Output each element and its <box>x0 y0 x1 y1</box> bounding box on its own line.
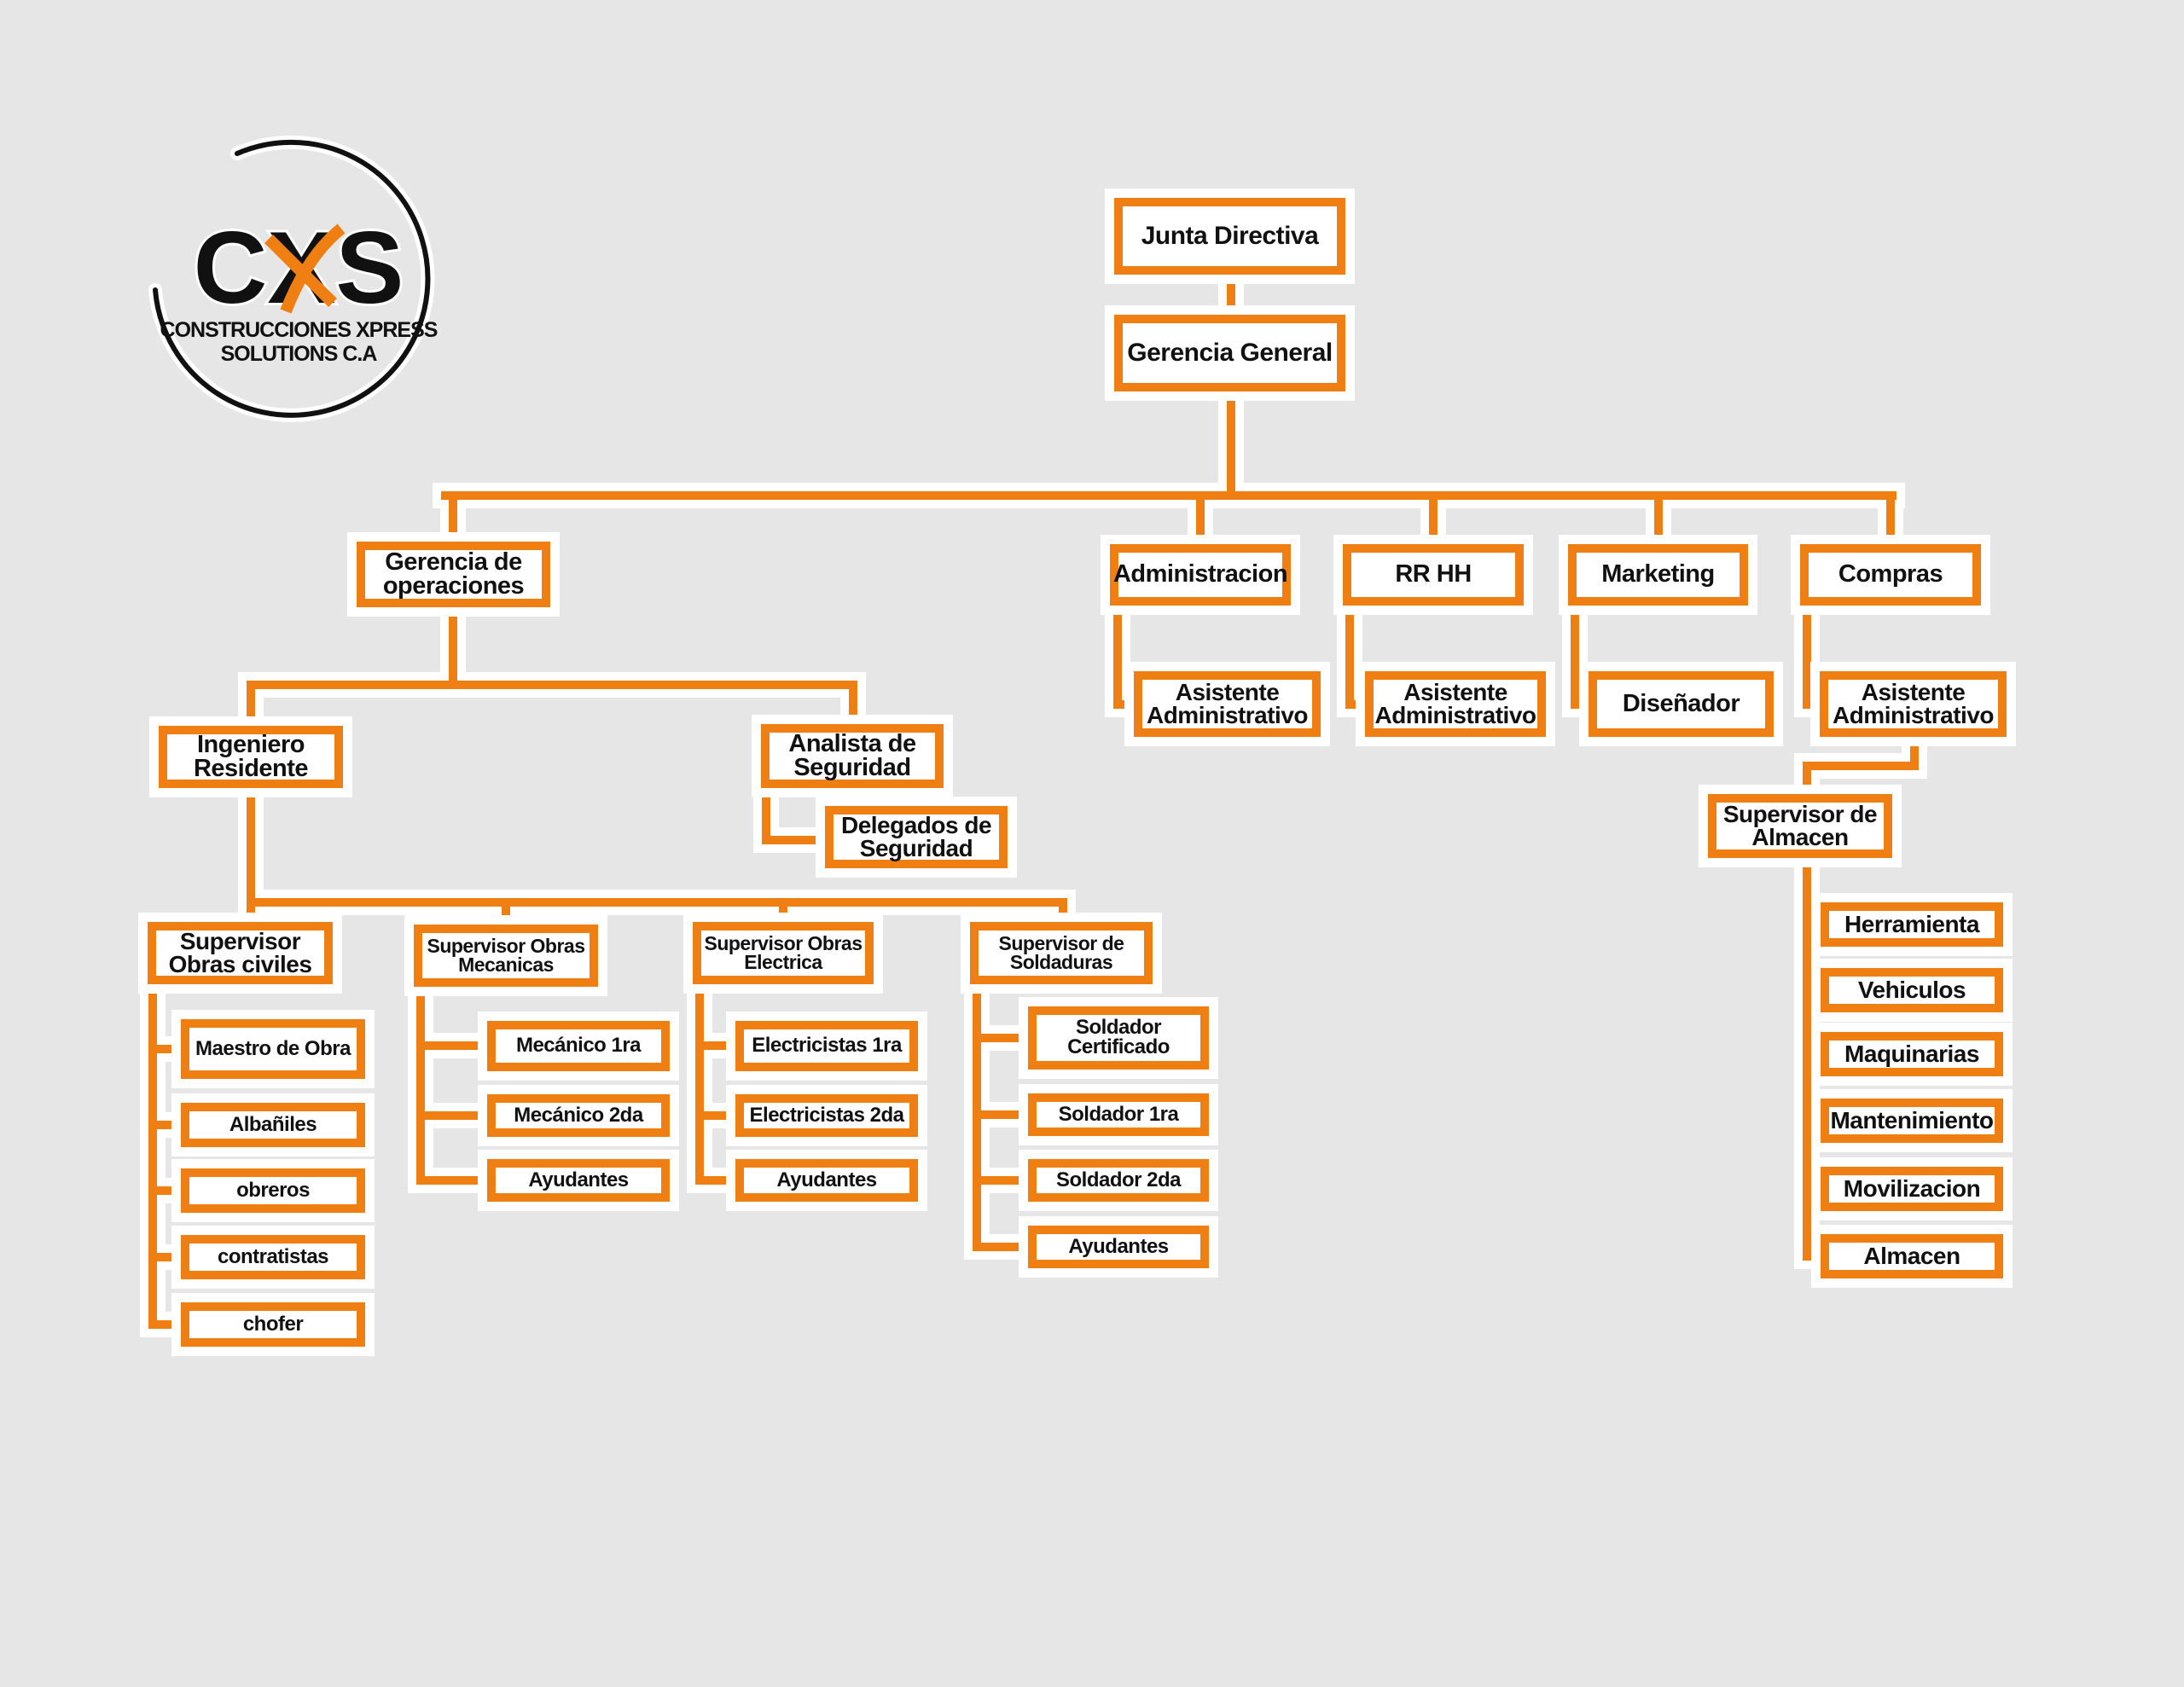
org-node-administracion: Administracion <box>1110 544 1291 606</box>
org-node-label: Supervisor Obras Mecanicas <box>427 934 585 976</box>
connector-line <box>1803 601 1824 709</box>
org-node-label: Almacen <box>1863 1242 1960 1269</box>
org-node-mecanico-1ra: Mecánico 1ra <box>487 1021 670 1071</box>
org-node-label: Vehiculos <box>1857 976 1966 1003</box>
org-node-electricistas-1ra: Electricistas 1ra <box>735 1021 918 1071</box>
logo-line1: CONSTRUCCIONES XPRESS <box>160 318 438 342</box>
connector-line <box>1803 733 1919 798</box>
org-node-label: Junta Directiva <box>1141 221 1319 250</box>
org-node-label: Soldador 2da <box>1055 1168 1182 1191</box>
org-node-mec-ayudantes: Ayudantes <box>487 1159 670 1202</box>
org-node-label: Administracion <box>1112 560 1288 588</box>
org-node-delegados-seguridad: Delegados de Seguridad <box>825 806 1008 868</box>
connector-line <box>762 784 829 844</box>
org-node-label: Ayudantes <box>528 1168 629 1191</box>
org-node-rrhh: RR HH <box>1343 544 1524 606</box>
connector-line <box>1345 601 1369 709</box>
org-node-label: Movilizacion <box>1843 1174 1981 1202</box>
org-node-herramienta: Herramienta <box>1821 902 2003 947</box>
org-node-mantenimiento: Mantenimiento <box>1821 1099 2003 1143</box>
org-node-label: Albañiles <box>229 1112 317 1136</box>
org-node-soldador-certificado: Soldador Certificado <box>1028 1006 1209 1070</box>
connector-line <box>1571 601 1593 709</box>
org-node-label: Maestro de Obra <box>195 1036 351 1060</box>
org-node-label: Supervisor Obras Electrica <box>704 931 863 973</box>
org-node-label: Ingeniero Residente <box>193 730 309 782</box>
company-logo: CXS CONSTRUCCIONES XPRESS SOLUTIONS C.A <box>148 135 439 422</box>
org-node-contratistas: contratistas <box>181 1235 365 1279</box>
org-node-label: Ayudantes <box>776 1168 877 1191</box>
org-node-label: Soldador Certificado <box>1067 1016 1170 1058</box>
org-node-almacen: Almacen <box>1821 1234 2003 1278</box>
org-node-label: Analista de Seguridad <box>788 729 916 781</box>
org-node-electricistas-2da: Electricistas 2da <box>735 1094 918 1137</box>
org-node-marketing: Marketing <box>1568 544 1748 606</box>
org-node-sup-soldaduras: Supervisor de Soldaduras <box>970 922 1153 984</box>
org-node-sup-obras-mecanicas: Supervisor Obras Mecanicas <box>414 925 598 987</box>
connector-line <box>1113 601 1138 709</box>
org-node-sup-obras-electrica: Supervisor Obras Electrica <box>693 922 874 984</box>
org-node-label: Mecánico 2da <box>514 1103 643 1127</box>
org-node-asistente-compras: Asistente Administrativo <box>1820 671 2007 737</box>
org-node-gerencia-operaciones: Gerencia de operaciones <box>357 542 550 607</box>
org-node-gerencia-general: Gerencia General <box>1114 315 1345 391</box>
org-node-label: chofer <box>242 1312 304 1336</box>
org-node-movilizacion: Movilizacion <box>1821 1167 2003 1211</box>
org-node-label: Asistente Administrativo <box>1374 678 1536 728</box>
org-node-label: Ayudantes <box>1068 1234 1169 1258</box>
org-node-label: obreros <box>236 1178 310 1202</box>
connector-halo <box>753 775 838 853</box>
org-node-label: Electricistas 1ra <box>752 1034 902 1058</box>
org-node-chofer: chofer <box>181 1302 365 1347</box>
org-node-label: Supervisor de Almacen <box>1722 800 1878 850</box>
org-node-label: Supervisor Obras civiles <box>168 927 312 977</box>
org-node-mecanico-2da: Mecánico 2da <box>487 1094 670 1137</box>
org-node-supervisor-almacen: Supervisor de Almacen <box>1708 794 1892 858</box>
org-node-asistente-rrhh: Asistente Administrativo <box>1365 671 1546 737</box>
org-node-sold-ayudantes: Ayudantes <box>1028 1226 1209 1268</box>
org-node-label: Gerencia General <box>1127 338 1333 367</box>
org-node-label: Maquinarias <box>1844 1040 1979 1067</box>
org-node-albaniles: Albañiles <box>181 1103 365 1147</box>
org-node-junta-directiva: Junta Directiva <box>1114 198 1345 275</box>
org-node-label: Mecánico 1ra <box>515 1034 642 1058</box>
org-node-compras: Compras <box>1800 544 1981 606</box>
org-node-obreros: obreros <box>181 1168 365 1213</box>
org-node-vehiculos: Vehiculos <box>1821 968 2003 1012</box>
org-node-label: contratistas <box>217 1244 329 1268</box>
org-node-disenador: Diseñador <box>1589 671 1774 737</box>
org-node-maquinarias: Maquinarias <box>1821 1032 2003 1076</box>
org-node-label: Gerencia de operaciones <box>382 548 525 600</box>
org-node-label: Mantenimiento <box>1830 1106 1994 1133</box>
org-node-label: RR HH <box>1395 560 1472 588</box>
org-node-asistente-admin: Asistente Administrativo <box>1134 671 1321 737</box>
org-node-label: Asistente Administrativo <box>1146 678 1309 728</box>
org-node-maestro-obra: Maestro de Obra <box>181 1019 365 1079</box>
org-node-analista-seguridad: Analista de Seguridad <box>761 724 944 788</box>
org-node-label: Soldador 1ra <box>1058 1102 1179 1126</box>
org-node-label: Diseñador <box>1622 689 1740 717</box>
logo-line2: SOLUTIONS C.A <box>221 342 378 366</box>
org-node-label: Herramienta <box>1844 910 1979 937</box>
org-node-label: Asistente Administrativo <box>1832 678 1995 728</box>
org-node-soldador-2da: Soldador 2da <box>1028 1159 1209 1202</box>
org-node-sup-obras-civiles: Supervisor Obras civiles <box>148 922 333 984</box>
org-node-label: Supervisor de Soldaduras <box>998 931 1124 973</box>
org-node-elec-ayudantes: Ayudantes <box>735 1159 918 1202</box>
org-node-label: Electricistas 2da <box>749 1103 904 1127</box>
org-node-label: Compras <box>1838 560 1943 588</box>
org-node-label: Marketing <box>1601 560 1715 588</box>
org-node-label: Delegados de Seguridad <box>840 811 992 861</box>
org-node-soldador-1ra: Soldador 1ra <box>1028 1093 1209 1136</box>
org-node-ingeniero-residente: Ingeniero Residente <box>159 726 343 788</box>
